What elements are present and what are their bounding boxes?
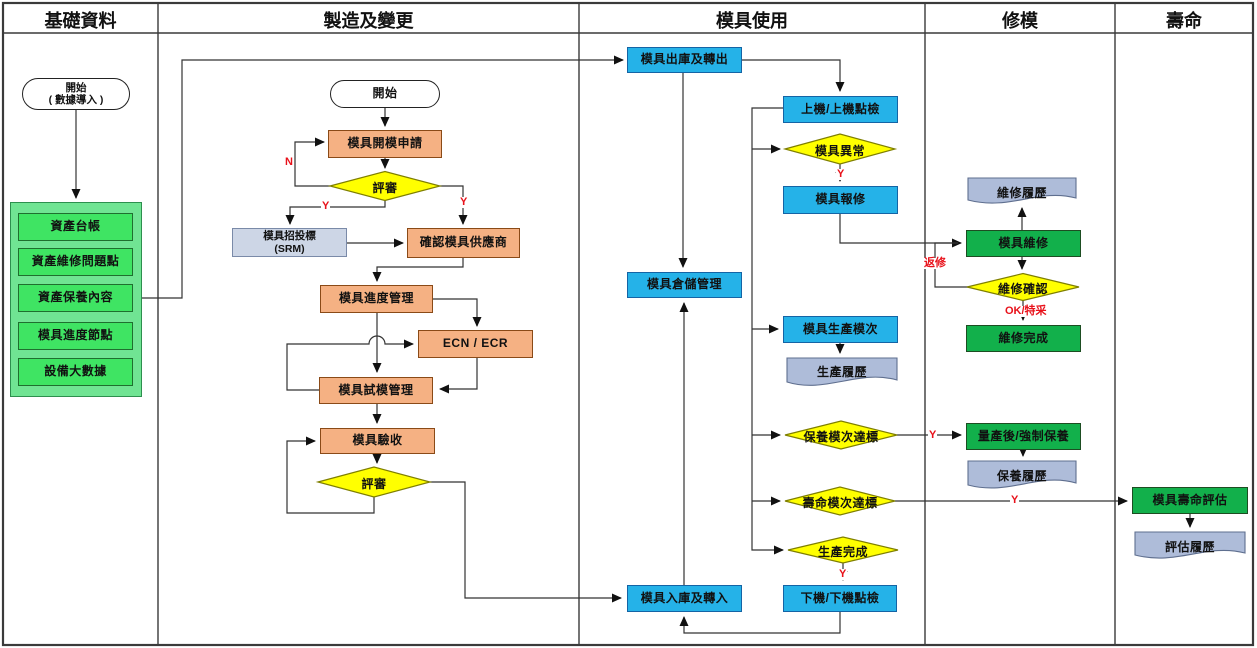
edge-review1-y-to-supplier — [440, 185, 468, 225]
edge-basedata-to-checkout — [142, 55, 624, 299]
mold-open-request: 模具開模申請 — [328, 130, 442, 158]
life-threshold-label: 壽命模次達標 — [802, 496, 878, 510]
asset-ledger: 資產台帳 — [18, 213, 133, 241]
maintenance-history-label: 保養履歷 — [996, 469, 1047, 483]
edge-label-y-done: Y — [838, 568, 848, 580]
edge-checkout-to-mount — [742, 59, 845, 92]
edge-label-n: N — [284, 156, 294, 168]
life-threshold-diamond — [784, 486, 896, 516]
maintenance-history-doc — [967, 460, 1077, 489]
repair-done: 維修完成 — [966, 325, 1081, 352]
mold-abnormal-label: 模具異常 — [814, 144, 865, 158]
edge-dismount-to-checkin — [679, 612, 841, 634]
mold-trial-mgmt: 模具試模管理 — [319, 377, 433, 404]
decision-shapes — [315, 133, 1080, 564]
edge-label-y-right: Y — [459, 196, 469, 208]
document-shapes — [786, 177, 1246, 559]
mold-repair: 模具維修 — [966, 230, 1081, 257]
mold-progress-nodes: 模具進度節點 — [18, 322, 133, 350]
mold-repair-request: 模具報修 — [783, 186, 898, 214]
edge-repair-request-to-repair — [839, 214, 962, 248]
production-done-diamond — [787, 536, 899, 564]
dismount-check: 下機/下機點檢 — [783, 585, 897, 612]
production-history-label: 生產履歷 — [816, 365, 867, 379]
edge-label-y-maintenance: Y — [928, 429, 938, 441]
edge-label-y-life: Y — [1010, 494, 1020, 506]
eval-history-label: 評估履歷 — [1164, 540, 1215, 554]
mold-production-shots: 模具生產模次 — [783, 316, 898, 343]
lane-header-lifespan: 壽命 — [1166, 11, 1202, 31]
mold-life-eval: 模具壽命評估 — [1132, 487, 1248, 514]
eval-history-doc — [1134, 531, 1246, 559]
edge-supplier-to-progress — [372, 258, 464, 282]
start-data-import: 開始( 數據導入 ) — [22, 78, 130, 110]
asset-maintenance-content: 資產保養內容 — [18, 284, 133, 312]
edge-ecn-to-trial — [439, 358, 478, 394]
edge-review2-n-loop — [286, 436, 375, 514]
edge-trial-to-ecn-loop — [286, 335, 414, 391]
maintenance-threshold-diamond — [784, 420, 898, 450]
edge-label-y-left: Y — [321, 200, 331, 212]
ecn-ecr: ECN / ECR — [418, 330, 533, 358]
edges — [71, 55, 1195, 634]
mold-checkin: 模具入庫及轉入 — [627, 585, 742, 612]
edge-review1-n-loop — [294, 137, 330, 187]
edge-label-y-abnormal: Y — [836, 168, 846, 180]
confirm-supplier: 確認模具供應商 — [407, 228, 520, 258]
mold-checkout: 模具出庫及轉出 — [627, 47, 742, 73]
maintenance-threshold-label: 保養模次達標 — [803, 430, 879, 444]
lane-header-manufacturing-change: 製造及變更 — [323, 11, 414, 31]
repair-history-label: 維修履歷 — [996, 186, 1047, 200]
mold-bidding: 模具招投標(SRM) — [232, 228, 347, 257]
repair-confirm-diamond — [966, 272, 1080, 302]
post-production-maintenance: 量產後/強制保養 — [966, 423, 1081, 450]
asset-repair-issues: 資產維修問題點 — [18, 248, 133, 276]
start-manufacturing: 開始 — [330, 80, 440, 108]
mold-abnormal-diamond — [782, 133, 898, 165]
review-1-label: 評審 — [372, 181, 398, 195]
mold-acceptance: 模具驗收 — [320, 428, 435, 454]
mold-progress-mgmt: 模具進度管理 — [320, 285, 433, 313]
review-2-label: 評審 — [361, 477, 387, 491]
edge-review2-to-checkin — [430, 481, 622, 603]
lane-header-mold-repair: 修模 — [1002, 11, 1038, 31]
edge-progress-to-ecn — [433, 298, 482, 327]
equipment-big-data: 設備大數據 — [18, 358, 133, 386]
lane-header-mold-usage: 模具使用 — [716, 11, 788, 31]
production-done-label: 生產完成 — [817, 545, 868, 559]
edge-label-ok-special: OK/特采 — [1004, 305, 1048, 317]
review-1-diamond — [327, 170, 443, 202]
repair-confirm-label: 維修確認 — [997, 282, 1048, 296]
lane-header-basic-data: 基礎資料 — [44, 11, 117, 31]
start-data-line2: ( 數據導入 ) — [48, 94, 104, 106]
start-data-line1: 開始 — [65, 81, 87, 94]
repair-history-doc — [967, 177, 1077, 204]
production-history-doc — [786, 357, 898, 386]
edge-label-rework: 返修 — [923, 257, 947, 269]
review-2-diamond — [315, 466, 433, 498]
edge-review1-y-to-bidding — [285, 200, 386, 225]
mount-check: 上機/上機點檢 — [783, 96, 898, 123]
mold-storage-mgmt: 模具倉儲管理 — [627, 272, 742, 298]
